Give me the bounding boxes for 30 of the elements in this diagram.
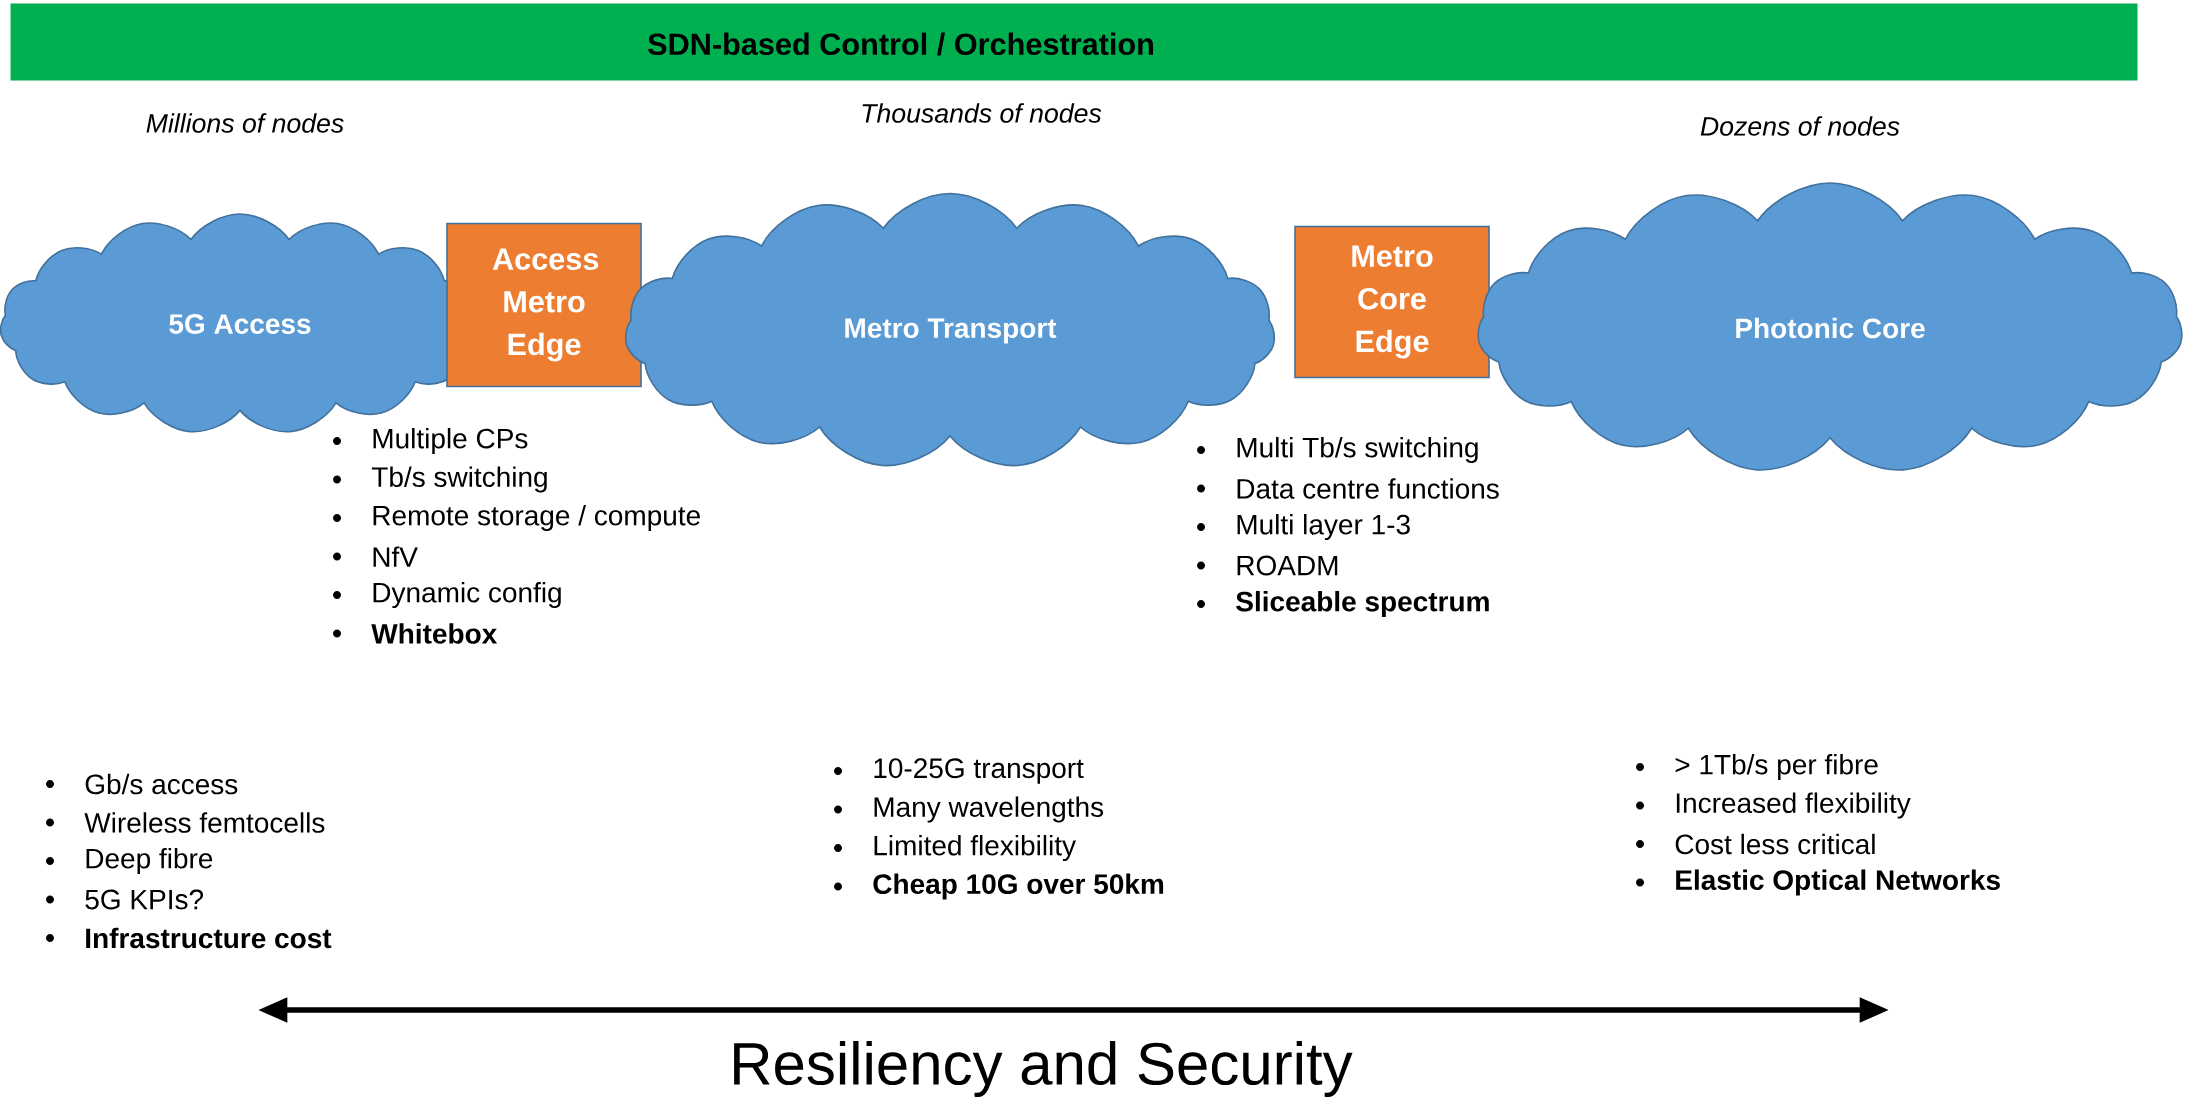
bullet-item: Many wavelengths [834,796,1104,823]
bullet-item: Infrastructure cost [46,927,332,949]
bullet-item: Limited flexibility [834,834,1076,862]
bullet-item: Gb/s access [46,773,238,795]
scale-note: Dozens of nodes [1700,116,1900,136]
bullet-item: NfV [333,546,418,567]
scale-note: Millions of nodes [146,113,344,133]
bullet-item: Cost less critical [1636,833,1875,855]
bullet-item: 5G KPIs? [46,889,204,910]
bullet-item: 10-25G transport [834,758,1084,784]
bullet-item: Tb/s switching [333,466,547,493]
network-cloud: Photonic Core [1477,182,2183,471]
scale-note: Thousands of nodes [862,103,1102,123]
bullet-item: Dynamic config [333,581,561,609]
axis-caption: Resiliency and Security [734,1041,1353,1097]
bullet-item: Data centre functions [1197,478,1499,499]
bullet-item: Wireless femtocells [46,812,325,833]
bullet-item: Multi layer 1-3 [1197,513,1410,541]
edge-box: Access Metro Edge [446,222,642,388]
bullet-item: Increased flexibility [1636,792,1911,819]
bullet-item: Deep fibre [46,847,213,875]
bullet-item: Whitebox [333,623,498,644]
bullet-item: > 1Tb/s per fibre [1636,753,1878,781]
control-bar: SDN-based Control / Orchestration [10,3,2138,81]
bullet-item: Remote storage / compute [333,504,700,532]
bullet-item: Cheap 10G over 50km [834,873,1164,900]
edge-box: Metro Core Edge [1294,225,1490,379]
bullet-item: ROADM [1197,555,1338,576]
bullet-item: Sliceable spectrum [1197,590,1489,618]
bullet-item: Elastic Optical Networks [1636,869,2000,896]
